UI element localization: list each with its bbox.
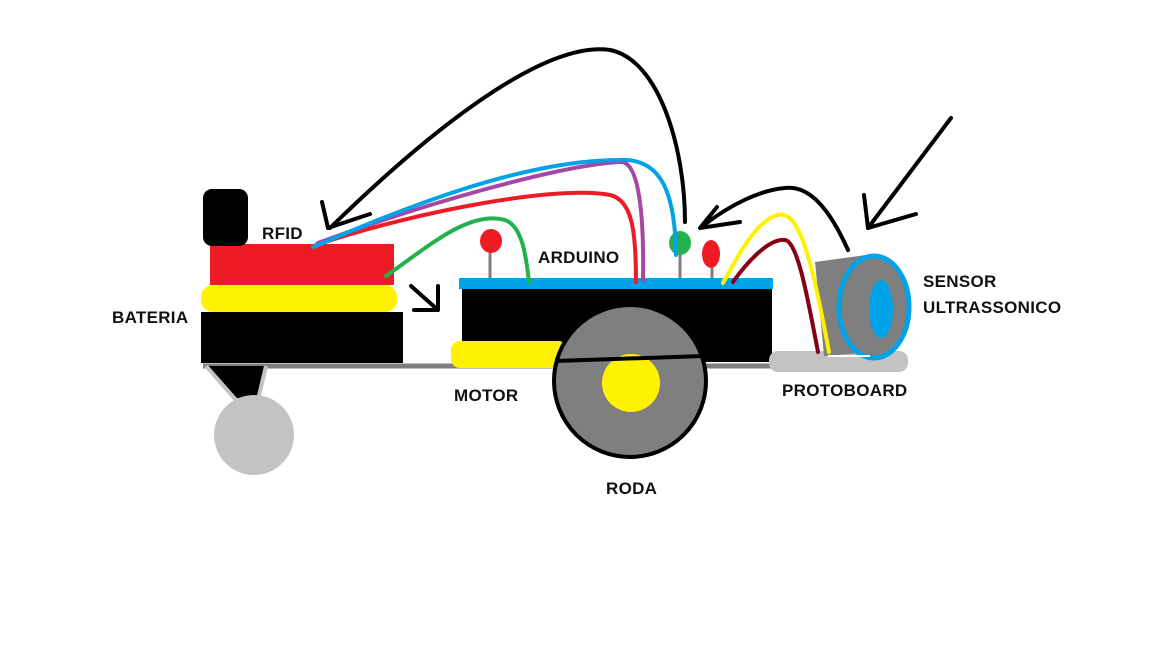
label-sensor-line1: SENSOR xyxy=(923,272,997,291)
label-bateria: BATERIA xyxy=(112,308,189,327)
led-red-right xyxy=(702,240,720,278)
arrow-to-arduino xyxy=(409,284,440,312)
wire-red xyxy=(314,190,638,284)
arrow-to-sensor xyxy=(862,116,953,230)
wire-yellow xyxy=(721,212,831,354)
label-motor: MOTOR xyxy=(454,386,519,405)
motor xyxy=(451,341,567,368)
label-rfid: RFID xyxy=(262,224,303,243)
wire-blue xyxy=(311,157,678,257)
arduino-board xyxy=(459,278,773,289)
ultrasonic-sensor xyxy=(815,253,912,361)
label-roda: RODA xyxy=(606,479,658,498)
arrow-to-led xyxy=(698,185,850,252)
rfid-tag xyxy=(203,189,248,246)
wire-green xyxy=(384,216,531,284)
led-green xyxy=(669,231,691,278)
wire-purple xyxy=(316,160,646,282)
label-sensor-ultrassonico: SENSOR ULTRASSONICO xyxy=(923,269,1061,321)
label-arduino: ARDUINO xyxy=(538,248,620,267)
battery-body xyxy=(201,312,403,363)
label-protoboard: PROTOBOARD xyxy=(782,381,908,400)
battery-band xyxy=(201,285,397,312)
caster-wheel xyxy=(204,364,294,475)
arrow-to-rfid xyxy=(320,47,687,230)
label-sensor-line2: ULTRASSONICO xyxy=(923,298,1062,317)
wheel xyxy=(552,303,708,459)
wire-dark-red xyxy=(731,237,820,354)
rfid-module xyxy=(210,244,394,285)
led-red-left xyxy=(480,229,502,278)
